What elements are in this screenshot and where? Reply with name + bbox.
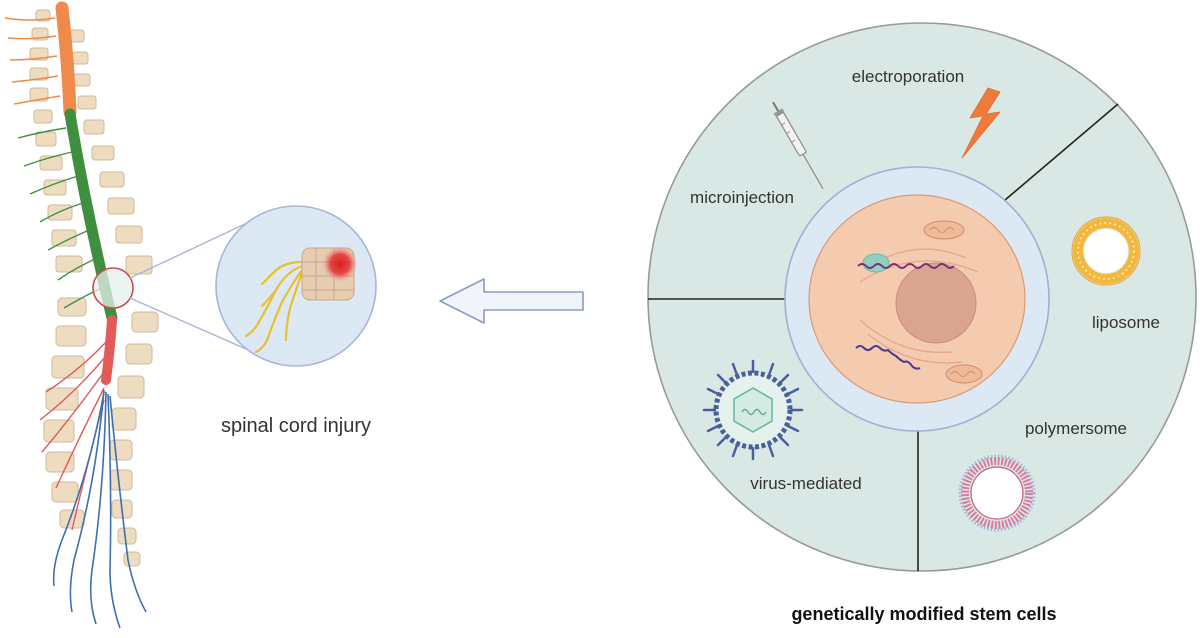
arrow-left-icon bbox=[439, 278, 584, 324]
sacral-nerves bbox=[52, 389, 147, 629]
microinjection-label: microinjection bbox=[690, 188, 794, 207]
zoom-line-bottom bbox=[129, 297, 263, 357]
polymersome-icon bbox=[958, 454, 1036, 532]
cervical-segment bbox=[55, 1, 77, 119]
diagram-caption: genetically modified stem cells bbox=[791, 604, 1056, 624]
lightning-icon bbox=[961, 87, 1001, 159]
nerve-fibers bbox=[244, 260, 304, 354]
ribosome bbox=[862, 253, 890, 273]
electroporation-label: electroporation bbox=[852, 67, 964, 86]
polymersome-label: polymersome bbox=[1025, 419, 1127, 438]
spine-illustration bbox=[4, 1, 159, 629]
cell-nucleus bbox=[895, 262, 977, 344]
liposome-label: liposome bbox=[1092, 313, 1160, 332]
lumbar-segment bbox=[101, 315, 117, 385]
cervical-nerves bbox=[4, 17, 61, 105]
injury-lesion bbox=[322, 246, 358, 282]
zoom-line-top bbox=[129, 215, 263, 279]
delivery-methods-circle: electroporation microinjection liposome … bbox=[647, 22, 1197, 572]
mitochondria bbox=[923, 220, 983, 384]
liposome-icon bbox=[1071, 216, 1141, 286]
virus-icon bbox=[702, 359, 804, 461]
virus-mediated-label: virus-mediated bbox=[750, 474, 862, 493]
sector-dividers bbox=[648, 103, 1119, 571]
mrna-strand bbox=[857, 263, 955, 269]
dna-strand bbox=[855, 345, 921, 370]
syringe-icon bbox=[772, 101, 824, 190]
injury-zoom-callout bbox=[129, 205, 377, 367]
injury-label: spinal cord injury bbox=[221, 415, 371, 437]
injury-site-marker bbox=[92, 267, 134, 309]
